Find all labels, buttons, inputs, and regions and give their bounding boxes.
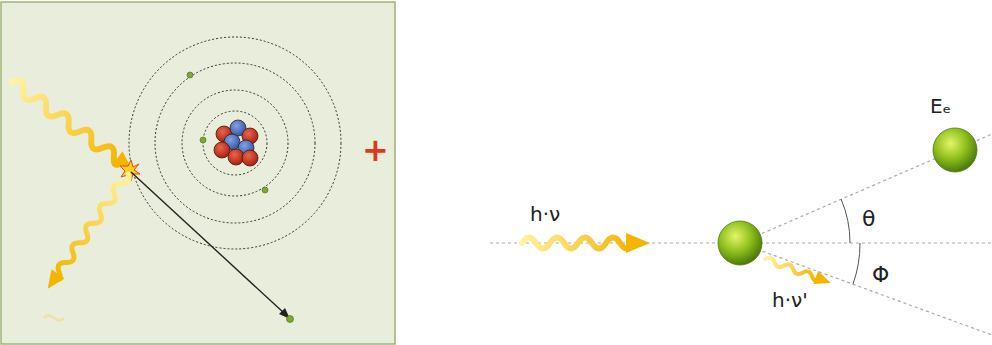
orbit-electrons xyxy=(187,72,268,193)
electron-energy-holder: Eₑ xyxy=(930,96,951,116)
charge-sign-holder: + xyxy=(362,134,389,166)
scattered-photon xyxy=(41,169,134,293)
photon-angle: Φ xyxy=(872,264,889,286)
charge-sign: + xyxy=(362,134,389,166)
photon-energy-holder: h·ν xyxy=(530,204,560,224)
nucleus xyxy=(214,120,258,166)
angle-arcs xyxy=(841,199,860,284)
electron-orbits xyxy=(129,37,341,249)
electron-angle: θ xyxy=(862,208,875,230)
incident-photon xyxy=(7,75,137,177)
ejected-electron-path xyxy=(131,172,284,313)
ejected-electron xyxy=(287,316,294,323)
photon-angle-holder: Φ xyxy=(872,264,889,286)
atom-panel xyxy=(1,2,395,344)
reference-lines xyxy=(490,134,992,335)
electron-energy: Eₑ xyxy=(930,96,951,116)
scattered-photon-energy-holder: h·ν' xyxy=(772,290,808,310)
scattered-photon-energy: h·ν' xyxy=(772,290,808,310)
faint-photon-trace xyxy=(44,316,64,321)
target-electron xyxy=(718,221,762,265)
electron-angle-holder: θ xyxy=(862,208,875,230)
scattered-photon xyxy=(763,252,834,289)
incident-photon xyxy=(522,233,650,253)
photon-energy: h·ν xyxy=(530,204,560,224)
recoil-electron xyxy=(933,128,977,172)
